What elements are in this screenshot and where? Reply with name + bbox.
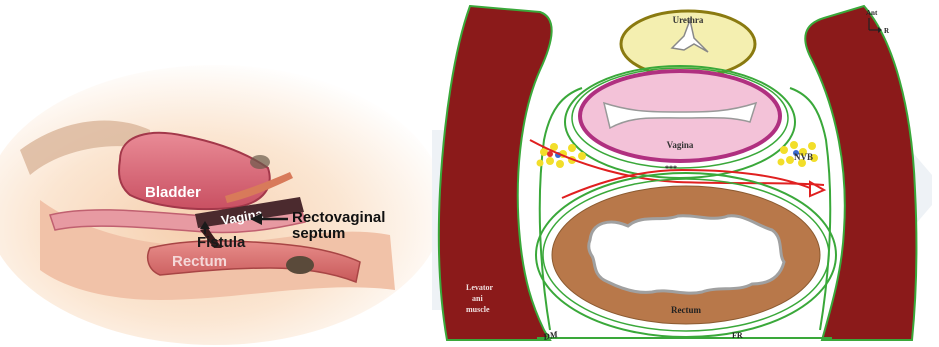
septum-label-line2: septum xyxy=(292,225,345,242)
rectum-label: Rectum xyxy=(671,305,701,315)
orientation-anterior-label: Ant xyxy=(866,9,878,17)
levator-label-line2: ani xyxy=(472,294,483,303)
axial-pelvic-floor-schematic: Urethra Vagina xyxy=(432,0,939,347)
rectum-label: Rectum xyxy=(172,253,227,270)
rectal-lumen xyxy=(589,216,784,293)
levator-label-line1: Levator xyxy=(466,283,494,292)
fistula-label: Fistula xyxy=(197,234,246,251)
axial-schematic-svg: Urethra Vagina xyxy=(432,0,939,347)
fr-label: FR xyxy=(732,331,743,340)
vagina-label: Vagina xyxy=(667,140,694,150)
sagittal-pelvis-illustration: Bladder Vagina Rectum Fistula Rectovagin… xyxy=(0,0,432,347)
septum-label-line1: Rectovaginal xyxy=(292,209,385,226)
dm-label: DM xyxy=(541,329,559,342)
left-levator-muscle xyxy=(439,6,552,340)
sagittal-pelvis-svg: Bladder Vagina Rectum Fistula Rectovagin… xyxy=(0,0,432,347)
stool-shape xyxy=(286,256,314,274)
orientation-right-label: R xyxy=(884,27,890,35)
nvb-label: NVB xyxy=(794,152,813,162)
marker-label: *** xyxy=(665,164,677,173)
urethra-label: Urethra xyxy=(673,15,704,25)
levator-label-line3: muscle xyxy=(466,305,490,314)
bladder-label: Bladder xyxy=(145,184,201,201)
tissue-dark-spot xyxy=(250,155,270,169)
